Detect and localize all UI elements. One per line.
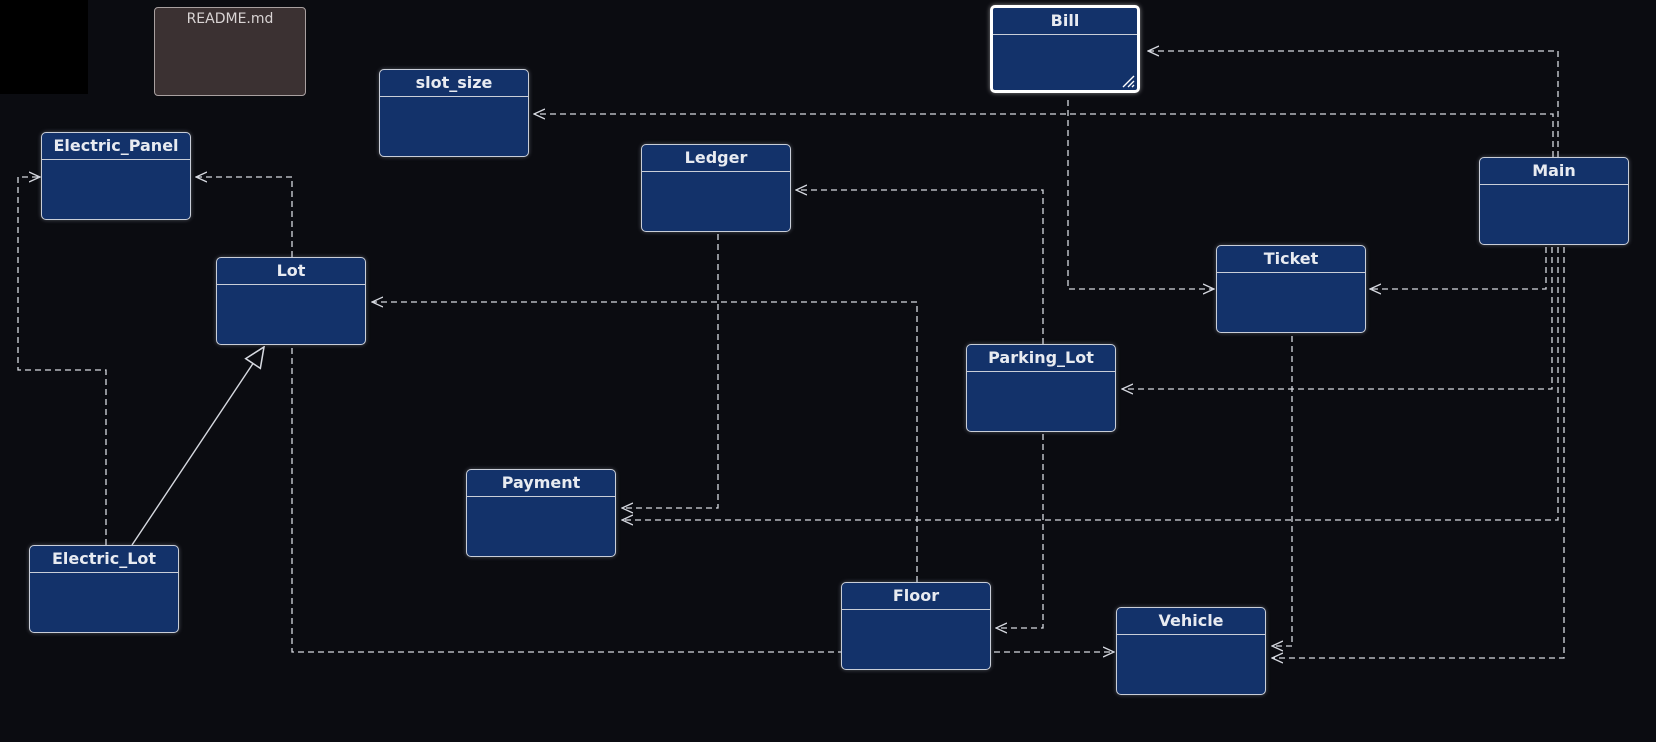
class-main-title: Main	[1480, 158, 1628, 185]
class-parking-lot-title: Parking_Lot	[967, 345, 1115, 372]
dependency-lot-electric-panel	[196, 177, 293, 257]
dependency-bill-ticket	[1067, 100, 1214, 289]
class-vehicle-title: Vehicle	[1117, 608, 1265, 635]
class-vehicle[interactable]: Vehicle	[1116, 607, 1266, 695]
class-ticket-title: Ticket	[1217, 246, 1365, 273]
dependency-ticket-vehicle	[1272, 336, 1293, 646]
dependency-electric-lot-electric-panel	[17, 177, 107, 545]
class-electric-lot[interactable]: Electric_Lot	[29, 545, 179, 633]
class-ledger[interactable]: Ledger	[641, 144, 791, 232]
class-payment-title: Payment	[467, 470, 615, 497]
corner-panel	[0, 0, 88, 94]
class-slot-size[interactable]: slot_size	[379, 69, 529, 157]
dependency-main-ticket	[1370, 247, 1547, 289]
dependency-ledger-payment	[622, 234, 719, 508]
class-electric-panel[interactable]: Electric_Panel	[41, 132, 191, 220]
class-floor[interactable]: Floor	[841, 582, 991, 670]
readme-label: README.md	[186, 11, 274, 27]
class-lot-title: Lot	[217, 258, 365, 285]
class-bill-title: Bill	[993, 8, 1137, 35]
resize-grip-icon[interactable]	[1117, 70, 1135, 88]
dependency-parking-lot-ledger	[796, 190, 1044, 344]
class-electric-lot-title: Electric_Lot	[30, 546, 178, 573]
class-bill[interactable]: Bill	[990, 5, 1140, 93]
class-main[interactable]: Main	[1479, 157, 1629, 245]
class-payment[interactable]: Payment	[466, 469, 616, 557]
dependency-floor-lot	[372, 302, 918, 582]
dependency-parking-lot-floor	[996, 434, 1044, 628]
class-electric-panel-title: Electric_Panel	[42, 133, 190, 160]
class-floor-title: Floor	[842, 583, 990, 610]
class-slot-size-title: slot_size	[380, 70, 528, 97]
readme-note[interactable]: README.md	[154, 7, 306, 96]
class-ledger-title: Ledger	[642, 145, 790, 172]
inheritance-electric-lot-lot	[131, 347, 264, 546]
class-lot[interactable]: Lot	[216, 257, 366, 345]
dependency-main-bill	[1148, 51, 1559, 157]
class-parking-lot[interactable]: Parking_Lot	[966, 344, 1116, 432]
class-ticket[interactable]: Ticket	[1216, 245, 1366, 333]
